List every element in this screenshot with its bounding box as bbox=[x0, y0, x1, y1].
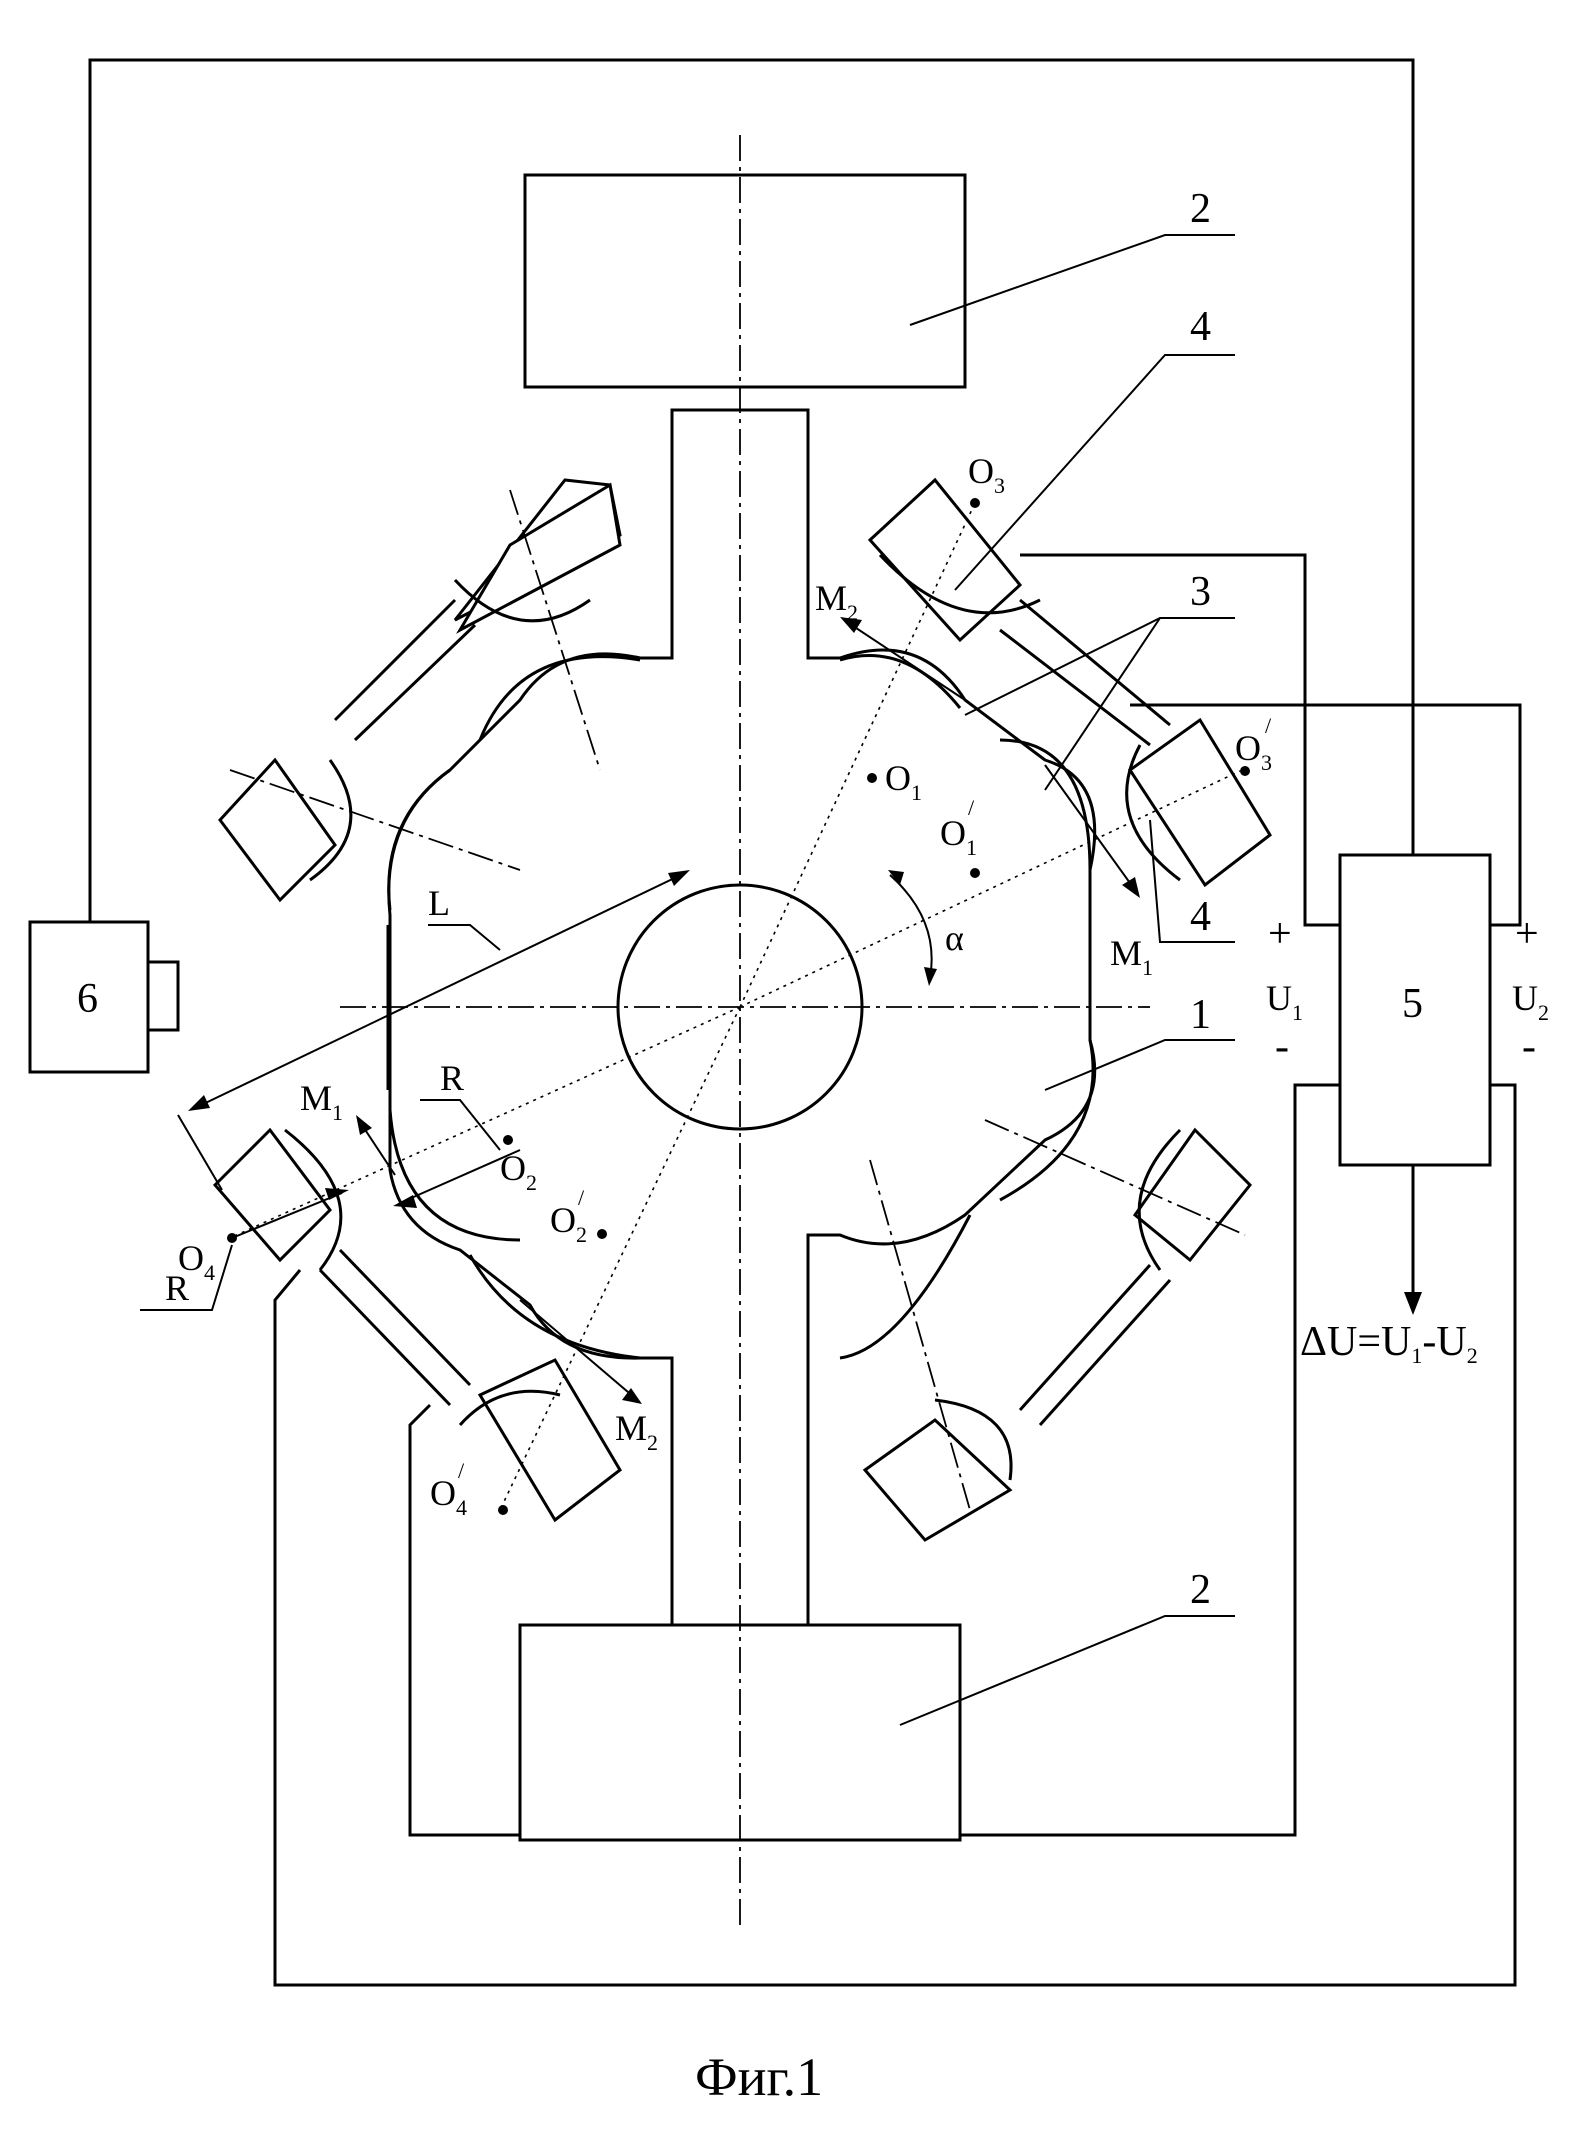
formula-part-2: -U bbox=[1422, 1319, 1466, 1365]
m2-right-sub: 2 bbox=[847, 600, 858, 625]
u2-minus: - bbox=[1522, 1024, 1536, 1070]
point-o2 bbox=[503, 1135, 513, 1145]
lamp-tail bbox=[480, 1360, 620, 1520]
o2p-main: O bbox=[550, 1200, 576, 1240]
o2p-prime: / bbox=[578, 1185, 585, 1210]
lamp-tail bbox=[220, 760, 335, 900]
o3-sub: 3 bbox=[994, 473, 1005, 498]
formula-sub-2: 2 bbox=[1467, 1343, 1478, 1368]
output-formula: ΔU=U1-U2 bbox=[1300, 1319, 1478, 1368]
point-o4p bbox=[498, 1505, 508, 1515]
arrow-head bbox=[1122, 877, 1140, 898]
formula-part-1: ΔU=U bbox=[1300, 1319, 1411, 1365]
lamp-rod-b bbox=[1040, 1280, 1170, 1425]
processor: 5 bbox=[1340, 855, 1490, 1165]
lamp-rod-b bbox=[340, 1250, 470, 1385]
o2-sub: 2 bbox=[526, 1170, 537, 1195]
label-L: L bbox=[428, 883, 450, 923]
m2-right-main: M bbox=[815, 578, 847, 618]
point-o2p bbox=[597, 1229, 607, 1239]
m2-left-main: M bbox=[615, 1408, 647, 1448]
label-m2-left: M2 bbox=[615, 1408, 658, 1455]
m1-left-main: M bbox=[300, 1078, 332, 1118]
dimension-L-ext bbox=[178, 1115, 222, 1190]
label-alpha: α bbox=[945, 918, 964, 958]
label-lamp-lower: 4 bbox=[1190, 894, 1211, 940]
o4p-main: O bbox=[430, 1473, 456, 1513]
label-tank-bottom: 2 bbox=[1190, 1567, 1211, 1613]
arrow-head bbox=[356, 1115, 372, 1135]
label-R-lower: R bbox=[165, 1268, 189, 1308]
label-o3: O3 bbox=[968, 451, 1005, 498]
o3p-main: O bbox=[1235, 728, 1261, 768]
tank-top bbox=[525, 175, 965, 387]
label-R-upper: R bbox=[440, 1058, 464, 1098]
label-lens-pair: 3 bbox=[1190, 569, 1211, 615]
o3p-prime: / bbox=[1265, 713, 1272, 738]
o1p-sub: 1 bbox=[966, 835, 977, 860]
o2p-sub: 2 bbox=[576, 1222, 587, 1247]
o4p-sub: 4 bbox=[456, 1495, 467, 1520]
lamp-tail bbox=[865, 1420, 1010, 1540]
u2-plus: + bbox=[1515, 911, 1539, 957]
figure-caption: Фиг.1 bbox=[695, 2047, 823, 2107]
o2-main: O bbox=[500, 1148, 526, 1188]
label-m1-left: M1 bbox=[300, 1078, 343, 1125]
lamp-head-2 bbox=[460, 485, 620, 630]
o3-main: O bbox=[968, 451, 994, 491]
point-o1p bbox=[970, 868, 980, 878]
u2-sub: 2 bbox=[1538, 1000, 1549, 1025]
label-disk: 1 bbox=[1190, 992, 1211, 1038]
formula-sub-1: 1 bbox=[1411, 1343, 1422, 1368]
o4-sub: 4 bbox=[204, 1260, 215, 1285]
camera-lens bbox=[148, 962, 178, 1030]
u1-minus: - bbox=[1275, 1024, 1289, 1070]
arrow-head bbox=[188, 1095, 210, 1111]
u2-label: U bbox=[1512, 978, 1538, 1018]
label-m2-right: M2 bbox=[815, 578, 858, 625]
processor-label: 5 bbox=[1402, 981, 1423, 1027]
point-o1 bbox=[867, 773, 877, 783]
o3p-sub: 3 bbox=[1261, 750, 1272, 775]
lamp-head bbox=[1135, 1130, 1250, 1260]
label-m1-right: M1 bbox=[1110, 933, 1153, 980]
o1-main: O bbox=[885, 758, 911, 798]
m1-right-sub: 1 bbox=[1142, 955, 1153, 980]
arrow-head bbox=[1404, 1292, 1422, 1315]
camera-label: 6 bbox=[77, 976, 98, 1022]
lamp-head bbox=[870, 480, 1020, 640]
o1-sub: 1 bbox=[911, 780, 922, 805]
point-o4 bbox=[227, 1233, 237, 1243]
o1p-prime: / bbox=[968, 795, 975, 820]
lamp-rod-a bbox=[320, 1270, 450, 1405]
label-tank-top: 2 bbox=[1190, 186, 1211, 232]
m1-right-main: M bbox=[1110, 933, 1142, 973]
o4p-prime: / bbox=[458, 1458, 465, 1483]
u1-plus: + bbox=[1268, 911, 1292, 957]
u1-label: U bbox=[1266, 978, 1292, 1018]
point-o3 bbox=[970, 498, 980, 508]
lamp-rod-a bbox=[1020, 1265, 1150, 1410]
label-lamp-upper: 4 bbox=[1190, 304, 1211, 350]
o1p-main: O bbox=[940, 813, 966, 853]
camera: 6 bbox=[30, 922, 178, 1072]
u1-sub: 1 bbox=[1292, 1000, 1303, 1025]
m1-left-sub: 1 bbox=[332, 1100, 343, 1125]
m2-left-sub: 2 bbox=[647, 1430, 658, 1455]
